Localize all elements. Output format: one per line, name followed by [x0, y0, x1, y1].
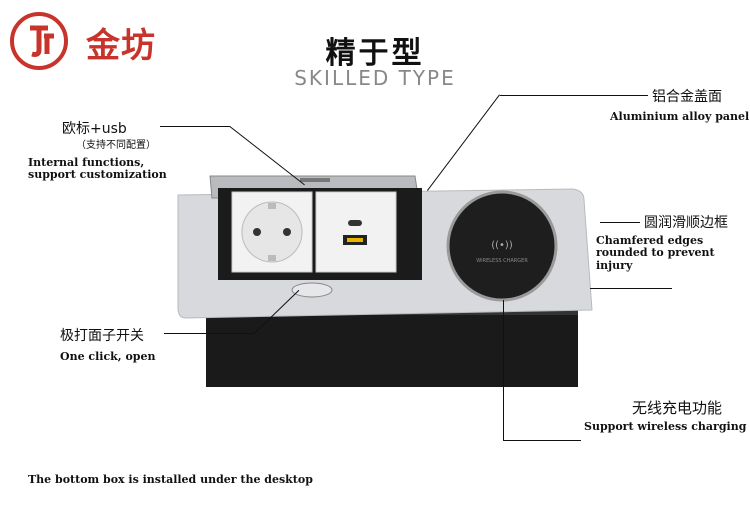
panel-callout-en: Aluminium alloy panel [610, 110, 750, 123]
charger-label: WIRELESS CHARGER [476, 258, 528, 264]
page-subtitle: SKILLED TYPE [294, 66, 456, 90]
bottom-box-note: The bottom box is installed under the de… [28, 473, 313, 486]
brand-name: 金坊 [86, 26, 156, 66]
switch-callout-cn: 极打面子开关 [60, 328, 144, 344]
wireless-callout-cn: 无线充电功能 [632, 399, 723, 417]
edges-callout-cn: 圆润滑顺边框 [644, 215, 728, 231]
usb-module [315, 191, 397, 273]
edges-callout-en1: Chamfered edges [596, 234, 704, 247]
svg-text:((•)): ((•)) [491, 240, 513, 251]
eu-socket-face [241, 201, 303, 263]
usb-c-port [348, 220, 362, 226]
bottom-box [206, 305, 578, 387]
wireless-callout-en: Support wireless charging [584, 420, 747, 433]
edges-leader-b [590, 288, 672, 289]
brand-logo-mark [10, 12, 68, 70]
edges-leader-a [600, 222, 640, 223]
page-title: 精于型 [325, 36, 425, 71]
socket-callout-cn-sub: （支持不同配置） [76, 140, 156, 151]
panel-leader-h [500, 95, 648, 96]
one-click-switch [291, 282, 333, 298]
socket-callout-cn: 欧标+usb [62, 121, 127, 137]
logo-glyph-icon [30, 25, 54, 57]
wireless-leader-v [503, 300, 504, 440]
switch-leader-h [164, 333, 254, 334]
lid-hinge [300, 178, 330, 182]
socket-callout-en1: Internal functions, [28, 156, 145, 169]
socket-callout-en2: support customization [28, 168, 167, 181]
wireless-leader-h [503, 440, 581, 441]
edges-callout-en2: rounded to prevent injury [596, 246, 715, 272]
wireless-charger-pad [446, 190, 558, 302]
switch-callout-en: One click, open [60, 350, 156, 363]
panel-callout-cn: 铝合金盖面 [652, 89, 722, 105]
socket-leader-h [160, 126, 230, 127]
